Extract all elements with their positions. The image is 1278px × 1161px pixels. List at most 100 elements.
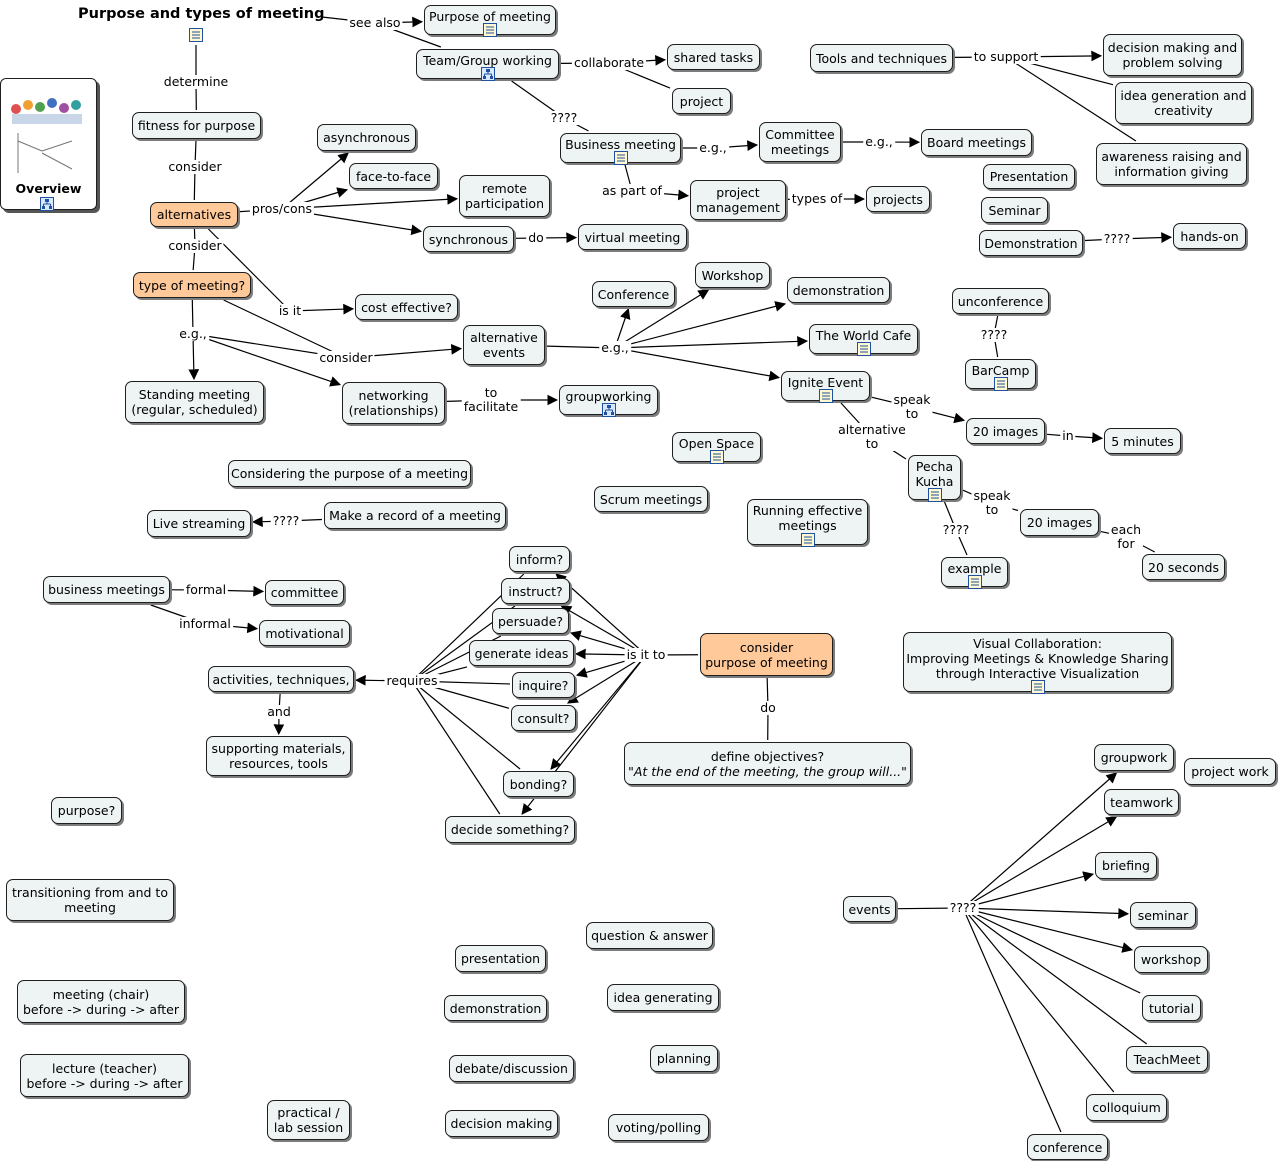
node-purpose-of-meeting[interactable]: Purpose of meeting	[424, 5, 556, 37]
node-decide[interactable]: decide something?	[445, 816, 575, 843]
node-project[interactable]: project	[672, 88, 731, 114]
node-scrum[interactable]: Scrum meetings	[594, 486, 708, 512]
node-business-meeting[interactable]: Business meeting	[560, 133, 681, 165]
node-colloquium[interactable]: colloquium	[1086, 1094, 1167, 1121]
doc-icon[interactable]	[483, 23, 497, 37]
node-teamwork[interactable]: teamwork	[1104, 789, 1179, 815]
node-seconds20[interactable]: 20 seconds	[1142, 554, 1225, 580]
node-business-meetings2[interactable]: business meetings	[43, 576, 170, 603]
doc-icon[interactable]	[189, 28, 203, 42]
node-persuade[interactable]: persuade?	[492, 608, 569, 634]
node-inquire[interactable]: inquire?	[512, 672, 575, 698]
node-motivational[interactable]: motivational	[259, 620, 350, 646]
doc-icon[interactable]	[818, 389, 833, 403]
node-seminar-bot[interactable]: seminar	[1130, 902, 1196, 928]
node-considering[interactable]: Considering the purpose of a meeting	[228, 460, 471, 487]
node-synchronous[interactable]: synchronous	[423, 226, 514, 252]
node-workshop-bot[interactable]: workshop	[1134, 946, 1208, 973]
node-make-record[interactable]: Make a record of a meeting	[324, 502, 506, 529]
node-decision-making-bot[interactable]: decision making	[445, 1110, 558, 1137]
node-question-answer[interactable]: question & answer	[586, 922, 713, 949]
node-instruct[interactable]: instruct?	[501, 578, 570, 604]
node-supporting[interactable]: supporting materials,resources, tools	[206, 736, 351, 776]
doc-icon[interactable]	[927, 488, 942, 502]
node-groupwork[interactable]: groupwork	[1094, 744, 1174, 771]
node-shared-tasks[interactable]: shared tasks	[667, 44, 760, 70]
node-tutorial[interactable]: tutorial	[1142, 995, 1201, 1021]
node-conference-mid[interactable]: Conference	[592, 281, 675, 307]
node-presentation-top[interactable]: Presentation	[983, 164, 1075, 189]
node-minutes5[interactable]: 5 minutes	[1104, 428, 1181, 454]
node-bonding[interactable]: bonding?	[503, 771, 574, 797]
node-alternatives[interactable]: alternatives	[150, 202, 238, 227]
map-icon[interactable]	[40, 197, 54, 211]
node-team-group[interactable]: Team/Group working	[416, 49, 559, 81]
doc-icon[interactable]	[967, 575, 982, 589]
node-lecture[interactable]: lecture (teacher)before -> during -> aft…	[20, 1054, 189, 1097]
node-debate[interactable]: debate/discussion	[449, 1055, 574, 1082]
node-virtual-meeting[interactable]: virtual meeting	[578, 224, 687, 250]
doc-icon[interactable]	[709, 450, 724, 464]
node-networking[interactable]: networking(relationships)	[342, 382, 445, 424]
node-consult[interactable]: consult?	[511, 705, 576, 731]
node-voting[interactable]: voting/polling	[608, 1114, 709, 1141]
node-meeting-chair[interactable]: meeting (chair)before -> during -> after	[17, 980, 185, 1023]
doc-icon[interactable]	[613, 151, 628, 165]
node-demonstration-bot[interactable]: demonstration	[444, 995, 547, 1021]
node-asynchronous[interactable]: asynchronous	[317, 124, 416, 151]
node-planning[interactable]: planning	[650, 1045, 718, 1072]
node-unconference[interactable]: unconference	[952, 288, 1049, 314]
node-open-space[interactable]: Open Space	[672, 432, 761, 464]
node-inform[interactable]: inform?	[509, 546, 570, 572]
node-tools[interactable]: Tools and techniques	[810, 44, 953, 72]
node-idea-generating[interactable]: idea generating	[607, 984, 719, 1011]
doc-icon[interactable]	[800, 533, 815, 547]
node-demonstration-top[interactable]: Demonstration	[979, 230, 1083, 256]
node-groupworking[interactable]: groupworking	[559, 385, 658, 417]
node-activities[interactable]: activities, techniques,	[208, 666, 354, 692]
doc-icon[interactable]	[856, 342, 871, 356]
node-generate-ideas[interactable]: generate ideas	[469, 640, 574, 666]
node-board-meetings[interactable]: Board meetings	[921, 129, 1032, 156]
node-cost-effective[interactable]: cost effective?	[355, 294, 458, 320]
node-barcamp[interactable]: BarCamp	[965, 359, 1036, 391]
node-world-cafe[interactable]: The World Cafe	[809, 324, 918, 356]
node-purpose-q[interactable]: purpose?	[51, 797, 122, 824]
node-standing[interactable]: Standing meeting(regular, scheduled)	[125, 381, 264, 423]
node-briefing[interactable]: briefing	[1095, 852, 1157, 879]
node-fitness[interactable]: fitness for purpose	[132, 112, 261, 139]
node-events[interactable]: events	[843, 896, 896, 922]
node-images20b[interactable]: 20 images	[1020, 509, 1099, 536]
node-type-of-meeting[interactable]: type of meeting?	[133, 272, 251, 298]
node-images20a[interactable]: 20 images	[966, 418, 1045, 444]
node-visual-collab[interactable]: Visual Collaboration:Improving Meetings …	[903, 632, 1172, 694]
node-project-work[interactable]: project work	[1184, 758, 1276, 785]
node-teachmeet[interactable]: TeachMeet	[1126, 1046, 1208, 1072]
node-projects[interactable]: projects	[866, 186, 930, 212]
node-committee[interactable]: committee	[265, 580, 344, 605]
node-live-streaming[interactable]: Live streaming	[147, 510, 251, 537]
overview-card[interactable]: Overview	[0, 78, 97, 211]
map-icon[interactable]	[480, 67, 495, 81]
doc-icon[interactable]	[1030, 680, 1045, 694]
map-icon[interactable]	[601, 403, 616, 417]
node-practical[interactable]: practical /lab session	[267, 1100, 350, 1140]
node-face-to-face[interactable]: face-to-face	[349, 163, 438, 189]
node-example[interactable]: example	[941, 557, 1008, 589]
node-conference-bot[interactable]: conference	[1027, 1134, 1108, 1160]
node-presentation-bot[interactable]: presentation	[455, 945, 546, 972]
node-demonstration-mid[interactable]: demonstration	[787, 277, 890, 303]
node-ignite[interactable]: Ignite Event	[781, 371, 870, 403]
node-workshop-mid[interactable]: Workshop	[695, 262, 770, 288]
